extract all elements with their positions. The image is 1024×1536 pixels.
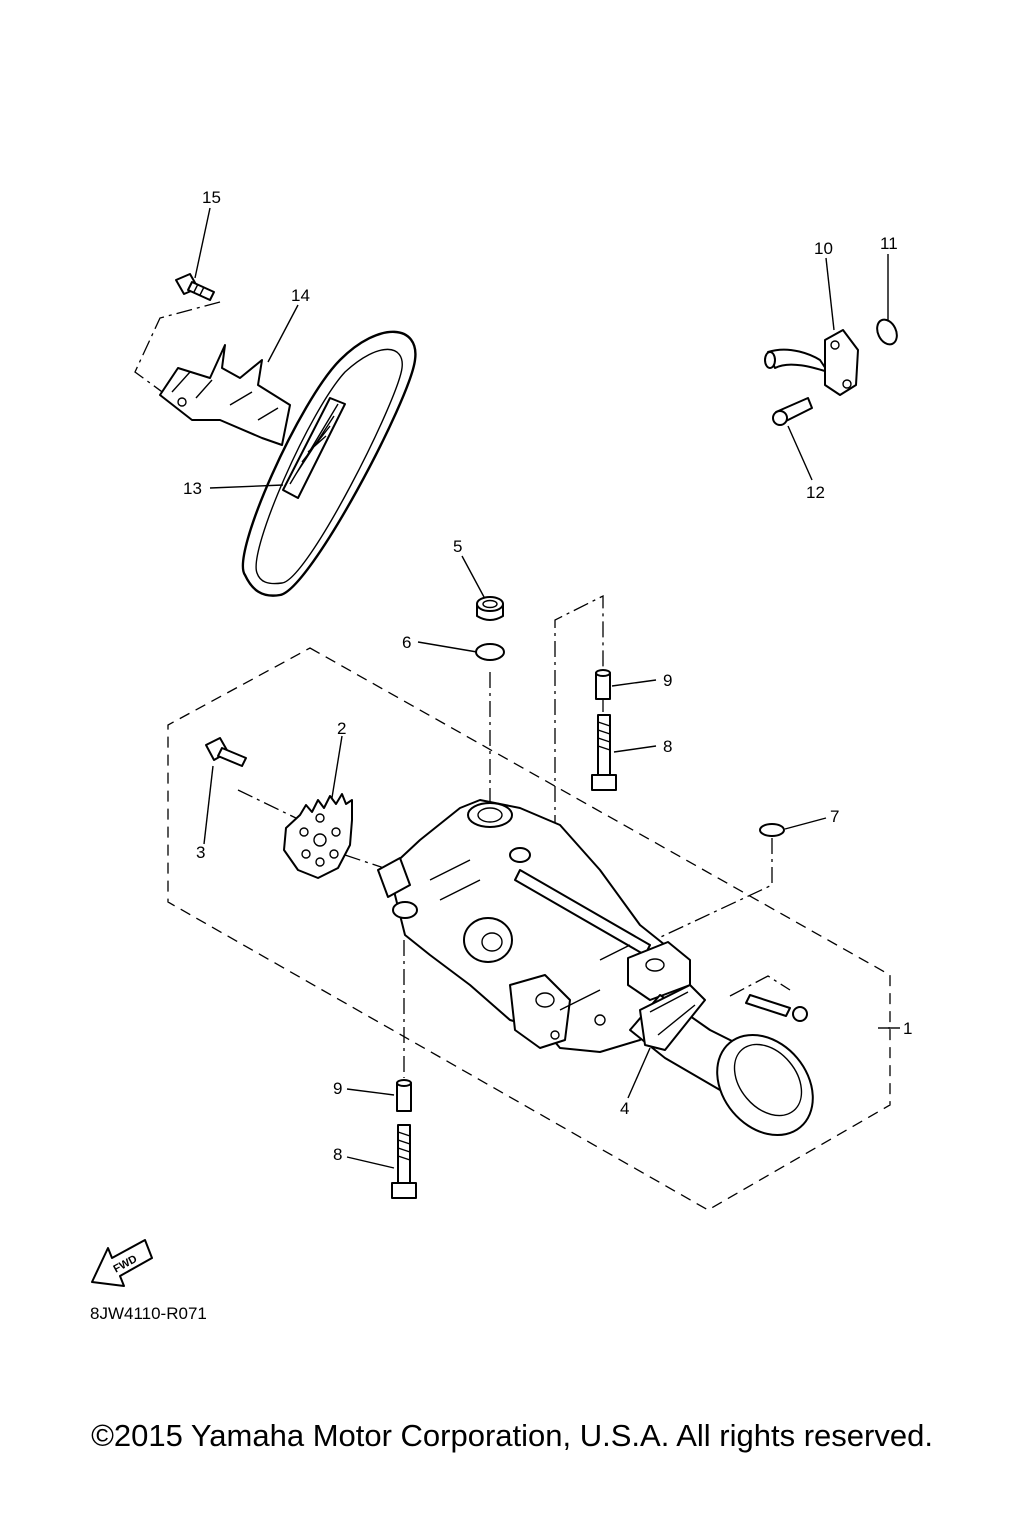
- drawing-code: 8JW4110-R071: [90, 1304, 207, 1323]
- o-ring-7: [759, 823, 785, 837]
- assembly-outline: [167, 647, 891, 1211]
- callout-15: 15: [202, 188, 221, 207]
- callout-14: 14: [291, 286, 310, 305]
- collar-5: [476, 596, 504, 621]
- oil-pipe-10: [764, 329, 859, 396]
- callout-9-upper: 9: [663, 671, 672, 690]
- o-ring-6: [475, 643, 505, 661]
- callout-6: 6: [402, 633, 411, 652]
- callout-2: 2: [337, 719, 346, 738]
- bolt-8-upper: [591, 714, 617, 791]
- bolt-12: [772, 397, 813, 426]
- alignment-lines: [134, 301, 791, 1078]
- dowel-pin-9-lower: [396, 1079, 412, 1112]
- callout-8-upper: 8: [663, 737, 672, 756]
- callout-12: 12: [806, 483, 825, 502]
- sprocket-2: [283, 793, 353, 879]
- callout-8-lower: 8: [333, 1145, 342, 1164]
- callout-3: 3: [196, 843, 205, 862]
- callout-9-lower: 9: [333, 1079, 342, 1098]
- copyright-notice: ©2015 Yamaha Motor Corporation, U.S.A. A…: [91, 1418, 933, 1453]
- dowel-pin-9-upper: [595, 669, 611, 700]
- chain-guide-14: [159, 344, 291, 446]
- callout-7: 7: [830, 807, 839, 826]
- callout-1: 1: [903, 1019, 912, 1038]
- callout-11: 11: [880, 234, 898, 253]
- oil-pump-assembly-1: [377, 799, 814, 1137]
- callout-13: 13: [183, 479, 202, 498]
- bolt-3: [205, 737, 247, 767]
- leader-lines: [194, 207, 900, 1169]
- o-ring-11: [876, 318, 898, 346]
- callout-5: 5: [453, 537, 462, 556]
- callout-4: 4: [620, 1099, 629, 1118]
- callout-labels: 1 2 3 4 5 6 7 8 9 8 9 10 11 12 13 14 15: [183, 188, 912, 1164]
- timing-chain-13: [241, 330, 417, 597]
- bolt-8-lower: [391, 1124, 417, 1199]
- bolt-15: [175, 273, 215, 301]
- callout-10: 10: [814, 239, 833, 258]
- fwd-arrow-icon: FWD: [91, 1239, 153, 1287]
